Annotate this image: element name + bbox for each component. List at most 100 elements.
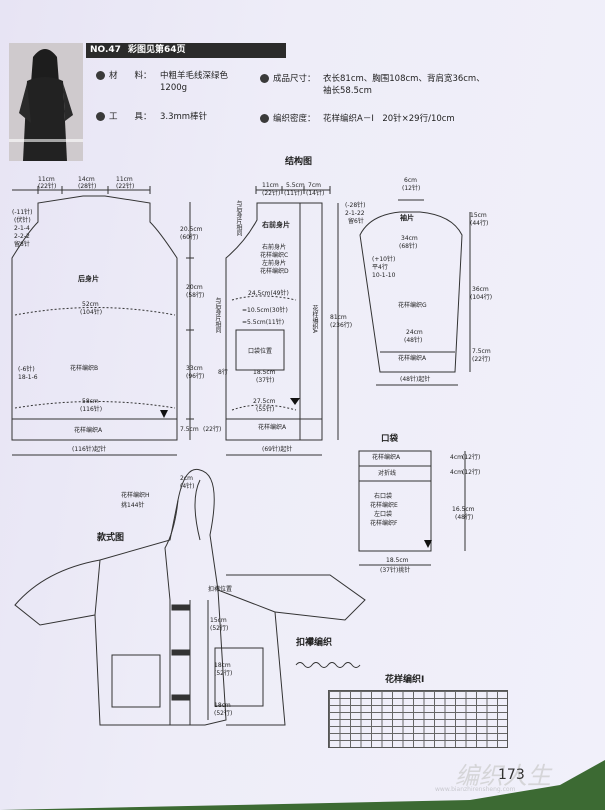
style-d1-rows: (52行) — [210, 625, 229, 632]
pocket-title: 口袋 — [381, 434, 399, 444]
back-low-h: 33cm — [186, 365, 203, 372]
sleeve-pattern-a: 花样编织A — [398, 355, 427, 362]
front-top-c: 7cm — [308, 182, 321, 189]
back-chest-st: (104针) — [80, 309, 103, 316]
loop-position: 扣襻位置 — [208, 586, 233, 593]
back-pattern-b: 花样编织B — [70, 365, 99, 372]
back-armhole-rows: (60行) — [180, 234, 199, 241]
front-top-c-st: (14针) — [306, 190, 325, 197]
cap-note: 2-1-22 — [345, 210, 365, 217]
back-chest: 52cm — [82, 301, 99, 308]
shoulder-note: 留8针 — [14, 241, 30, 248]
style-d1: 15cm — [210, 617, 227, 624]
pattern-number: NO.47 — [90, 45, 121, 55]
bullet-icon — [96, 71, 105, 80]
pattern-i-chart — [328, 690, 508, 748]
front-bottom-w-st: (55针) — [256, 406, 275, 413]
sleeve-top: 6cm — [404, 177, 417, 184]
size-label: 成品尺寸： — [273, 74, 316, 84]
sleeve-width: 34cm — [401, 235, 418, 242]
shoulder-note: (-11针) — [12, 209, 33, 216]
inc-note: 平4行 — [372, 264, 388, 271]
pocket-pattern: 花样编织E — [370, 502, 398, 509]
style-d3: 18cm — [214, 702, 231, 709]
cap-note: (-28针) — [345, 202, 366, 209]
style-d2: 18cm — [214, 662, 231, 669]
back-mid-h: 20cm — [186, 284, 203, 291]
front-row8: 8行 — [218, 369, 228, 376]
front-pattern: 左前身片 — [262, 260, 287, 267]
back-mid-h-rows: (58行) — [186, 292, 205, 299]
pattern-i-title: 花样编织I — [385, 675, 425, 685]
front-bottom-w: 27.5cm — [253, 398, 276, 405]
sleeve-body-h: 36cm — [472, 286, 489, 293]
pocket-h2: 4cm — [450, 469, 463, 476]
pocket-h2-rows: (12行) — [462, 469, 481, 476]
tools-label: 工 具： — [109, 112, 152, 122]
pocket-pattern: 右口袋 — [374, 493, 393, 500]
sleeve-cuff-w-st: (48针) — [404, 337, 423, 344]
button-loop-title: 扣襻编织 — [296, 638, 333, 648]
pocket-pattern-a: 花样编织A — [372, 454, 401, 461]
front-top-a-st: (22针) — [262, 190, 281, 197]
front-top-a: 11cm — [262, 182, 279, 189]
front-pocket-w-st: (37针) — [256, 377, 275, 384]
back-rib-h: 7.5cm — [180, 426, 199, 433]
shoulder-note: 2-2-2 — [14, 233, 30, 240]
pocket-width: 18.5cm — [386, 557, 409, 564]
back-title: 后身片 — [78, 275, 99, 283]
gauge-value: 花样编织A－I 20针×29行/10cm — [323, 114, 455, 124]
inc-note: 10-1-10 — [372, 272, 396, 279]
back-hem: 58cm — [82, 398, 99, 405]
front-pattern-a: 花样编织A — [258, 424, 287, 431]
gauge-label: 编织密度： — [273, 114, 316, 124]
page-number: 173 — [498, 767, 525, 783]
sleeve-top-st: (12针) — [402, 185, 421, 192]
sleeve-cap-h: 15cm — [470, 212, 487, 219]
pocket-h3-rows: (48行) — [455, 514, 474, 521]
bullet-icon — [96, 112, 105, 121]
dec-note: (-6针) — [18, 366, 35, 373]
photo-reference: 彩图见第64页 — [128, 45, 186, 55]
pocket-fold: 对折线 — [378, 470, 397, 477]
style-title: 款式图 — [97, 533, 125, 543]
pocket-h1: 4cm — [450, 454, 463, 461]
material-value: 中粗羊毛线深绿色 — [160, 71, 229, 81]
watermark: 编织人生 — [455, 762, 551, 790]
pocket-h1-rows: (12行) — [462, 454, 481, 461]
front-cast-on: (69针)起针 — [262, 446, 293, 453]
shoulder-note: 2-1-4 — [14, 225, 30, 232]
front-top-b-st: (11针) — [284, 190, 303, 197]
front-width-1: 24.5cm(49针) — [248, 290, 289, 297]
back-low-h-rows: (96行) — [186, 373, 205, 380]
material-label: 材 料： — [109, 71, 152, 81]
back-top-mid: 14cm — [78, 176, 95, 183]
dec-note: 18-1-6 — [18, 374, 38, 381]
sleeve-width-st: (68针) — [399, 243, 418, 250]
sleeve-cuff-w: 24cm — [406, 329, 423, 336]
back-hem-st: (116针) — [80, 406, 103, 413]
hood-pick: 挑144针 — [121, 502, 145, 509]
front-pattern: 花样编织C — [260, 252, 289, 259]
bullet-icon — [260, 114, 269, 123]
material-weight: 1200g — [160, 83, 188, 93]
sleeve-cast-on: (48针)起针 — [400, 376, 431, 383]
front-length-rows: (236行) — [330, 322, 353, 329]
tools-value: 3.3mm棒针 — [160, 112, 208, 122]
back-cast-on: (116针)起针 — [72, 446, 107, 453]
back-top-right-st: (22针) — [116, 183, 135, 190]
back-top-left: 11cm — [38, 176, 55, 183]
hood-top: 2cm — [180, 475, 193, 482]
front-pattern: 右前身片 — [262, 244, 287, 251]
cap-note: 留6针 — [348, 218, 364, 225]
back-rib-h-rows: (22行) — [203, 426, 222, 433]
inc-note: (+10针) — [372, 256, 396, 263]
front-band-pattern: 花样编织A — [311, 305, 318, 334]
back-armhole: 20.5cm — [180, 226, 203, 233]
bullet-icon — [260, 74, 269, 83]
pocket-pattern: 花样编织F — [370, 520, 398, 527]
size-value: 衣长81cm、胸围108cm、背肩宽36cm、 — [323, 74, 485, 84]
front-pocket-pos: 口袋位置 — [248, 348, 273, 355]
